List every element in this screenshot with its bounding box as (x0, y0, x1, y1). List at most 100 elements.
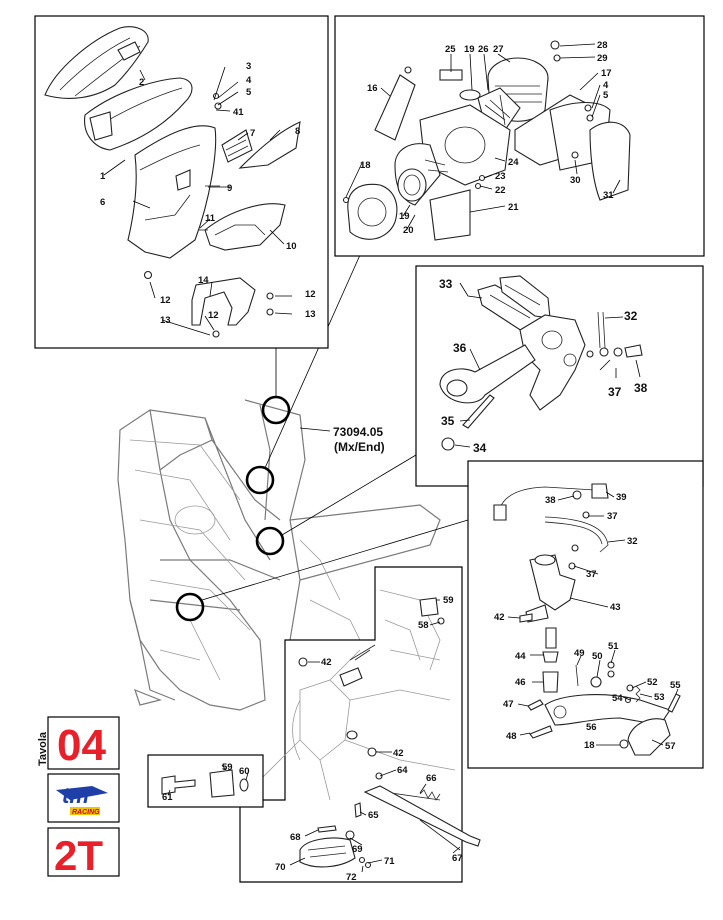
sidebar-badges: Tavola 04 tm RACING 2T (37, 716, 120, 879)
svg-text:12: 12 (305, 289, 316, 300)
svg-text:51: 51 (608, 641, 619, 652)
svg-text:72: 72 (346, 872, 357, 883)
svg-text:35: 35 (441, 414, 455, 428)
svg-text:31: 31 (603, 190, 614, 201)
svg-text:59: 59 (443, 595, 454, 606)
svg-text:50: 50 (592, 651, 603, 662)
svg-text:12: 12 (208, 310, 219, 321)
svg-text:36: 36 (453, 341, 467, 355)
svg-text:69: 69 (352, 844, 363, 855)
svg-text:3: 3 (246, 61, 251, 72)
svg-text:64: 64 (397, 765, 408, 776)
svg-text:6: 6 (100, 197, 105, 208)
callout-ring-caliper (255, 526, 285, 556)
svg-text:25: 25 (445, 44, 456, 55)
svg-text:52: 52 (647, 677, 658, 688)
svg-text:32: 32 (624, 309, 638, 323)
callout-ring-airbox (245, 465, 275, 495)
svg-text:49: 49 (574, 648, 585, 659)
panel-airbox: 25 19 26 27 28 29 16 17 4 5 18 24 23 22 … (334, 15, 705, 257)
svg-text:28: 28 (597, 40, 608, 51)
svg-text:4: 4 (246, 75, 252, 86)
svg-text:46: 46 (515, 677, 526, 688)
svg-text:53: 53 (654, 692, 665, 703)
svg-text:4: 4 (603, 80, 609, 91)
svg-text:66: 66 (426, 773, 437, 784)
logo-sub: RACING (72, 809, 100, 816)
svg-text:29: 29 (597, 53, 608, 64)
svg-text:19: 19 (464, 44, 475, 55)
svg-text:42: 42 (321, 657, 332, 668)
svg-text:37: 37 (607, 511, 618, 522)
svg-text:56: 56 (586, 722, 597, 733)
svg-text:44: 44 (515, 651, 526, 662)
svg-text:68: 68 (290, 832, 301, 843)
svg-text:5: 5 (246, 87, 252, 98)
panel-seat-fender: 1 2 3 4 5 41 7 8 9 6 11 10 12 14 12 12 1… (34, 15, 329, 349)
tavola-number: 04 (57, 721, 106, 770)
panel-stand-footrest: 59 58 42 42 64 66 65 68 69 70 71 72 67 (239, 566, 481, 883)
svg-text:16: 16 (367, 83, 378, 94)
svg-text:24: 24 (508, 157, 519, 168)
svg-text:5: 5 (603, 90, 609, 101)
svg-text:70: 70 (275, 862, 286, 873)
svg-text:8: 8 (295, 126, 300, 137)
svg-text:37: 37 (586, 569, 597, 580)
svg-text:22: 22 (495, 185, 506, 196)
callout-ring-seat (261, 395, 291, 425)
svg-text:17: 17 (601, 68, 612, 79)
svg-text:27: 27 (493, 44, 504, 55)
svg-text:33: 33 (439, 277, 453, 291)
svg-text:37: 37 (608, 385, 622, 399)
svg-text:41: 41 (233, 107, 244, 118)
reference-variant: (Mx/End) (334, 440, 385, 454)
svg-text:20: 20 (403, 225, 414, 236)
svg-text:34: 34 (473, 441, 487, 455)
svg-text:57: 57 (665, 741, 676, 752)
svg-text:23: 23 (495, 171, 506, 182)
svg-text:12: 12 (160, 295, 171, 306)
reference-code: 73094.05 (333, 425, 383, 439)
svg-text:48: 48 (506, 731, 517, 742)
svg-text:32: 32 (627, 536, 638, 547)
svg-text:10: 10 (286, 241, 297, 252)
svg-text:7: 7 (250, 128, 255, 139)
svg-text:13: 13 (160, 315, 171, 326)
svg-text:42: 42 (494, 612, 505, 623)
motorcycle-frame (117, 399, 441, 711)
svg-text:42: 42 (393, 748, 404, 759)
logo-text: tm (62, 783, 89, 808)
svg-text:61: 61 (162, 792, 173, 803)
svg-text:59: 59 (222, 762, 233, 773)
panel-pivot-bushing: 59 60 61 (147, 754, 264, 808)
svg-text:2: 2 (139, 77, 144, 88)
svg-text:19: 19 (399, 211, 410, 222)
svg-text:47: 47 (503, 699, 514, 710)
svg-text:54: 54 (612, 693, 623, 704)
svg-text:65: 65 (368, 810, 379, 821)
svg-text:18: 18 (584, 740, 595, 751)
svg-text:18: 18 (360, 160, 371, 171)
svg-text:39: 39 (616, 492, 627, 503)
svg-text:43: 43 (610, 602, 621, 613)
svg-text:14: 14 (198, 275, 209, 286)
svg-text:38: 38 (545, 495, 556, 506)
tm-racing-logo: tm RACING (56, 783, 108, 816)
engine-type: 2T (54, 832, 103, 879)
svg-text:58: 58 (418, 620, 429, 631)
svg-text:9: 9 (227, 183, 232, 194)
svg-text:30: 30 (570, 175, 581, 186)
svg-text:11: 11 (205, 213, 216, 224)
callout-ring-pump (175, 592, 205, 622)
panel-brake-caliper: 33 32 36 37 38 35 34 (415, 265, 704, 487)
svg-text:67: 67 (452, 853, 463, 864)
svg-text:55: 55 (670, 680, 681, 691)
tavola-label: Tavola (37, 731, 49, 766)
svg-text:60: 60 (239, 766, 250, 777)
svg-text:26: 26 (478, 44, 489, 55)
svg-text:71: 71 (384, 856, 395, 867)
svg-text:1: 1 (100, 171, 106, 182)
svg-text:38: 38 (634, 381, 648, 395)
svg-text:13: 13 (305, 309, 316, 320)
